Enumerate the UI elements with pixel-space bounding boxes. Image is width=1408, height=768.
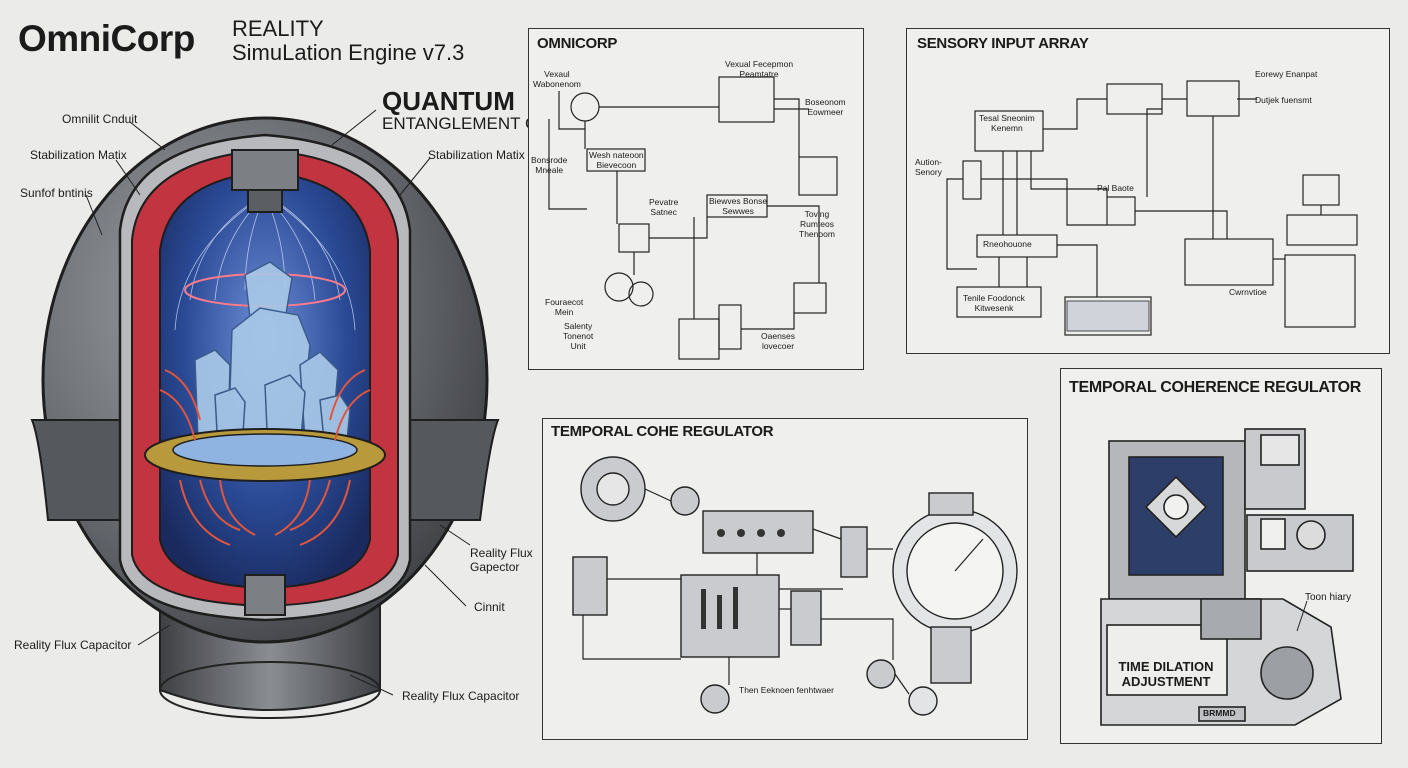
sensory-label-4: Aution- Senory (915, 157, 942, 177)
omnicorp-schematic (548, 76, 838, 360)
omnicorp-panel-title: OMNICORP (537, 35, 618, 52)
sensory-label-2: Dutjek fuensmt (1255, 95, 1312, 105)
sensory-label-6: Rneohouone (983, 239, 1032, 249)
omni-label-7: Biewves Bonse Sewwes (709, 196, 768, 216)
brand-line1: REALITY (232, 16, 324, 41)
time-history-label: Toon hiary (1305, 592, 1352, 603)
omni-label-5: Bonsrode Mneale (531, 155, 568, 175)
temporal-regulator-right-panel: TEMPORAL COHERENCE REGULATOR Toon hiary … (1060, 368, 1382, 744)
omni-label-11: Oaenses lovecoer (761, 331, 796, 351)
sensory-panel-title: SENSORY INPUT ARRAY (917, 35, 1089, 52)
label-stabilization-matrix-left: Stabilization Matix (30, 148, 127, 162)
label-omnilit-conduit: Omnilit Cnduit (62, 112, 138, 126)
core-subtitle: ENTANGLEMENT CORE (382, 114, 575, 133)
sensory-label-1: Eorewy Enanpat (1255, 69, 1318, 79)
sensory-panel: SENSORY INPUT ARRAY Eorewy Enanpat Dutje… (906, 28, 1390, 354)
label-reality-flux-bottom: Reality Flux Capacitor (402, 689, 520, 703)
omni-label-3: Boseonom Eowmeer (805, 97, 846, 117)
temporal-left-schematic (572, 456, 1018, 716)
brand-line2: SimuLation Engine v7.3 (232, 40, 465, 65)
omni-label-10: Salenty Tonenot Unit (563, 321, 594, 351)
temporal-right-title: TEMPORAL COHERENCE REGULATOR (1069, 379, 1362, 396)
sensory-label-7: Tenile Foodonck Kitwesenk (963, 293, 1025, 313)
label-conduit: Cinnit (474, 600, 505, 614)
label-reality-flux-right: Reality Flux Gapector (470, 546, 533, 574)
temporal-right-plate: BRMMD (1203, 708, 1236, 718)
temporal-left-title: TEMPORAL COHE REGULATOR (551, 423, 774, 440)
temporal-left-label: Then Eeknoen fenhtwaer (739, 685, 834, 695)
time-dilation-label: TIME DILATION ADJUSTMENT (1118, 659, 1214, 689)
core-title: QUANTUM (382, 86, 515, 116)
label-reality-flux-left: Reality Flux Capacitor (14, 638, 132, 652)
temporal-regulator-left-panel: TEMPORAL COHE REGULATOR Then Eeknoen fen… (542, 418, 1028, 740)
temporal-right-illustration (1100, 428, 1354, 726)
omnicorp-panel: OMNICORP Vexaul Wabonenom Vexual Fecepmo… (528, 28, 864, 370)
sensory-label-3: Tesal Sneonim Kenemn (979, 113, 1035, 133)
label-stabilization-matrix-right: Stabilization Matix (428, 148, 525, 162)
omni-label-4: Wesh nateoon Bievecoon (589, 150, 644, 170)
omni-label-8: Toving Rumteos Thenoom (799, 209, 835, 239)
omni-label-9: Fouraecot Mein (545, 297, 584, 317)
sensory-schematic (946, 80, 1358, 336)
omni-label-6: Pevatre Satnec (649, 197, 679, 217)
sensory-label-8: Cwrnvtioe (1229, 287, 1267, 297)
sensory-label-5: Pal Baote (1097, 183, 1134, 193)
label-subsystems: Sunfof bntinis (20, 186, 93, 200)
omni-label-2: Vexual Fecepmon Peamtatre (725, 59, 794, 79)
brand-title: OmniCorp (18, 18, 195, 59)
omni-label-1: Vexaul Wabonenom (533, 69, 581, 89)
